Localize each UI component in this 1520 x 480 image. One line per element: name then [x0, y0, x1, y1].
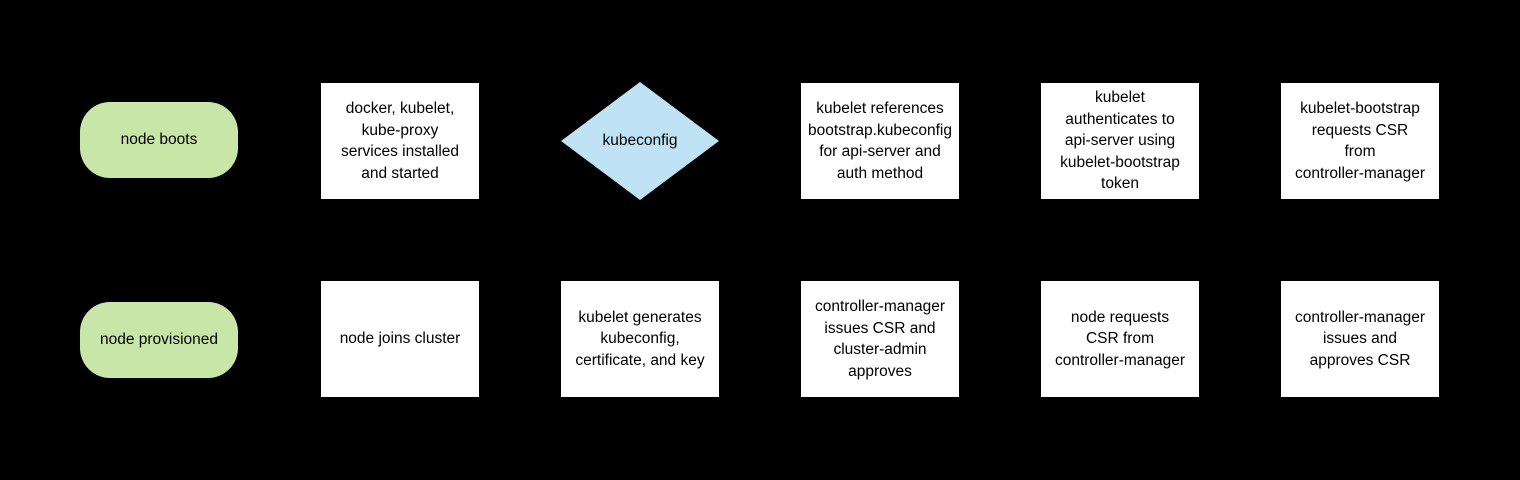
flow-node-kubelet-authenticates[interactable]: kubelet authenticates to api-server usin… — [1041, 83, 1199, 199]
flow-node-label: node joins cluster — [339, 330, 461, 348]
flow-node-label: node boots — [120, 131, 198, 149]
flow-node-kubeconfig[interactable]: kubeconfig — [561, 82, 719, 200]
flow-node-label: kubelet references bootstrap.kubeconfig … — [808, 100, 952, 182]
flow-node-node-provisioned[interactable]: node provisioned — [80, 302, 238, 378]
flow-node-label: kubeconfig — [602, 132, 678, 150]
flow-node-services-installed[interactable]: docker, kubelet, kube-proxy services ins… — [321, 83, 479, 199]
flow-node-node-requests-csr[interactable]: node requests CSR from controller-manage… — [1041, 281, 1199, 397]
flow-node-label: node provisioned — [99, 331, 219, 349]
flow-node-label: kubelet authenticates to api-server usin… — [1060, 89, 1180, 193]
flow-node-label: docker, kubelet, kube-proxy services ins… — [340, 100, 460, 182]
flow-node-controller-manager-issues-csr[interactable]: controller-manager issues CSR and cluste… — [801, 281, 959, 397]
flow-node-label: controller-manager issues CSR and cluste… — [814, 298, 946, 380]
flow-node-label: kubelet-bootstrap requests CSR from cont… — [1294, 100, 1426, 182]
flow-node-controller-manager-approves[interactable]: controller-manager issues and approves C… — [1281, 281, 1439, 397]
flow-node-kubelet-references-bootstrap[interactable]: kubelet references bootstrap.kubeconfig … — [801, 83, 959, 199]
flow-node-label: controller-manager issues and approves C… — [1294, 308, 1426, 369]
flow-node-kubelet-generates[interactable]: kubelet generates kubeconfig, certificat… — [561, 281, 719, 397]
diamond-icon — [561, 82, 719, 200]
flow-node-label: kubelet generates kubeconfig, certificat… — [575, 308, 705, 369]
flow-node-label: node requests CSR from controller-manage… — [1054, 308, 1186, 369]
flow-node-node-boots[interactable]: node boots — [80, 102, 238, 178]
flow-node-node-joins-cluster[interactable]: node joins cluster — [321, 281, 479, 397]
flow-node-kubelet-bootstrap-requests-csr[interactable]: kubelet-bootstrap requests CSR from cont… — [1281, 83, 1439, 199]
